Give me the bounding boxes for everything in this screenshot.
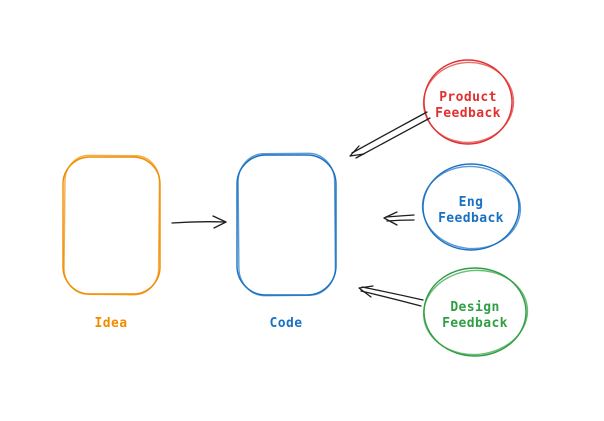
idea-label: Idea <box>95 316 128 331</box>
arrow-eng-line-1 <box>385 214 415 218</box>
code-node[interactable] <box>236 152 337 297</box>
design-feedback-label-line1: Design <box>450 300 499 315</box>
product-feedback-node[interactable] <box>421 59 516 145</box>
arrow-design-line-1 <box>361 286 424 301</box>
arrow-product-line-1 <box>351 111 428 154</box>
product-feedback-label-line2: Feedback <box>435 106 501 121</box>
arrow-product-line-2 <box>355 117 431 159</box>
arrow-design-head <box>358 285 374 298</box>
code-label: Code <box>270 316 303 331</box>
code-shape-stroke-1 <box>236 154 337 296</box>
idea-shape-stroke-2 <box>63 154 161 296</box>
arrow-idea-to-code-head <box>212 215 227 229</box>
arrow-design-feedback-to-code[interactable] <box>358 285 424 307</box>
arrow-idea-to-code[interactable] <box>171 215 227 229</box>
eng-feedback-label-line2: Feedback <box>438 211 504 226</box>
eng-feedback-stroke-2 <box>421 165 522 250</box>
code-shape-stroke-2 <box>237 152 337 297</box>
arrow-product-feedback-to-code[interactable] <box>349 111 431 159</box>
arrow-eng-feedback-to-code[interactable] <box>383 211 415 226</box>
product-feedback-label-line1: Product <box>439 90 497 105</box>
design-feedback-label-line2: Feedback <box>442 316 508 331</box>
eng-feedback-node[interactable] <box>419 162 524 252</box>
design-feedback-stroke-2 <box>422 269 529 356</box>
design-feedback-node[interactable] <box>420 266 531 359</box>
idea-shape-stroke-1 <box>62 156 161 295</box>
arrow-idea-to-code-line <box>171 221 227 224</box>
arrow-product-head <box>349 145 365 157</box>
arrow-design-line-2 <box>360 290 422 307</box>
eng-feedback-label-line1: Eng <box>459 195 484 210</box>
arrow-eng-head <box>383 211 398 226</box>
idea-node[interactable] <box>62 154 161 296</box>
arrow-eng-line-2 <box>386 219 415 222</box>
product-feedback-stroke-2 <box>422 61 515 144</box>
